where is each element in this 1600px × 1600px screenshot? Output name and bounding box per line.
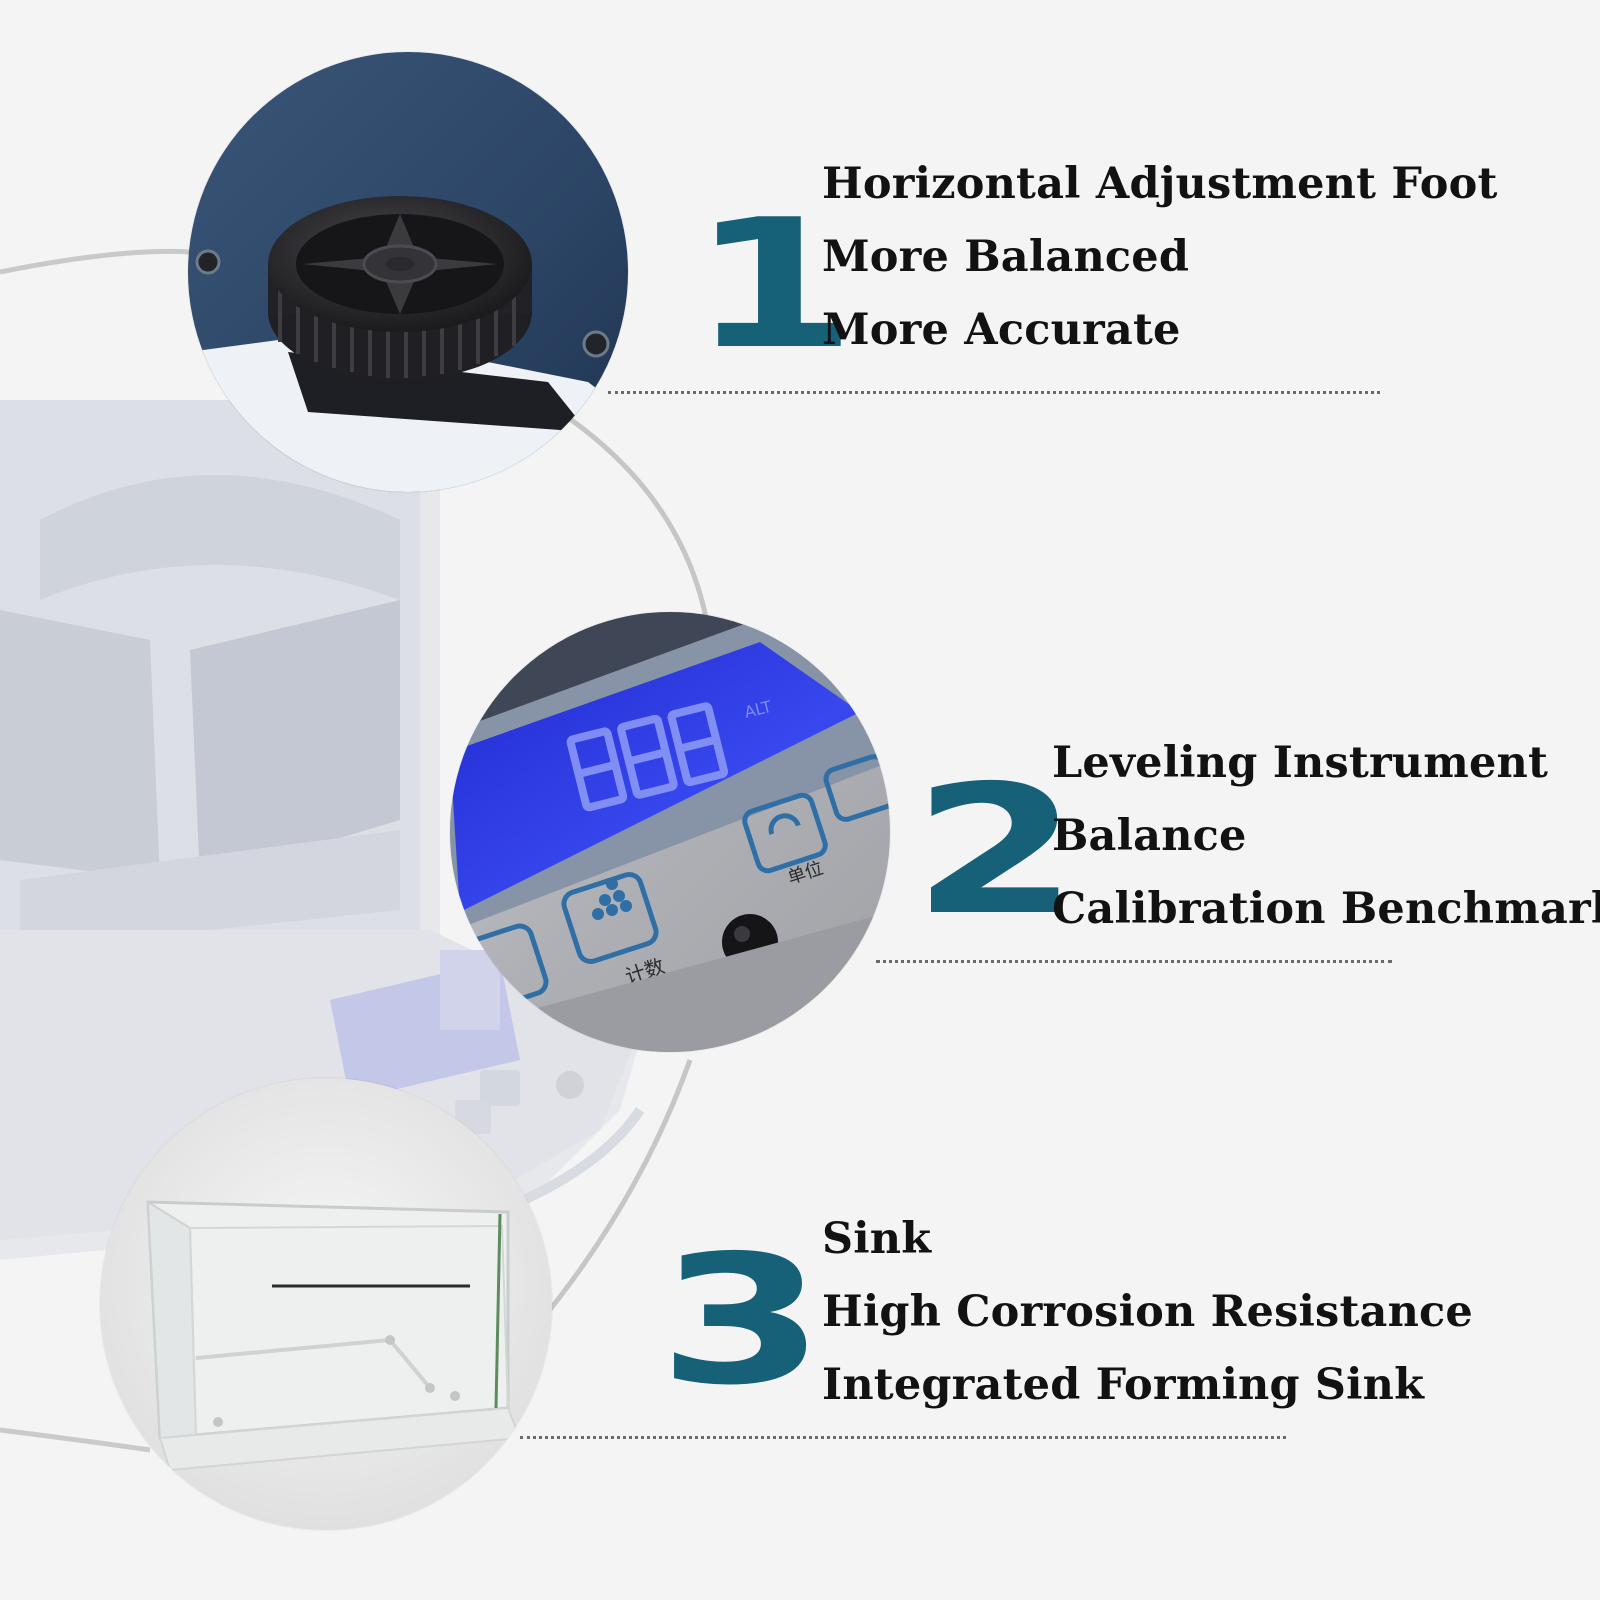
feature-3-line-2: High Corrosion Resistance — [822, 1287, 1473, 1337]
dotted-divider-1 — [608, 391, 1380, 394]
feature-3-text: Sink High Corrosion Resistance Integrate… — [822, 1218, 1473, 1437]
feature-3-line-3: Integrated Forming Sink — [822, 1360, 1425, 1410]
dotted-divider-3 — [520, 1436, 1286, 1439]
leveling-foot-photo — [188, 52, 628, 492]
feature-2-line-2: Balance — [1052, 811, 1247, 861]
feature-2-text: Leveling Instrument Balance Calibration … — [1052, 742, 1600, 961]
feature-number-3: 3 — [658, 1217, 826, 1424]
glass-sink-photo — [100, 1078, 552, 1530]
feature-2-line-3: Calibration Benchmark — [1052, 884, 1600, 934]
feature-1-text: Horizontal Adjustment Foot More Balanced… — [822, 163, 1498, 382]
feature-2-title: Leveling Instrument — [1052, 738, 1549, 788]
feature-1-line-2: More Balanced — [822, 232, 1190, 282]
control-panel-photo: ALT 计数 单位 印 — [450, 612, 890, 1052]
feature-1-title: Horizontal Adjustment Foot — [822, 159, 1498, 209]
dotted-divider-2 — [876, 960, 1392, 963]
feature-3-title: Sink — [822, 1214, 932, 1264]
feature-1-line-3: More Accurate — [822, 305, 1181, 355]
feature-number-1: 1 — [690, 181, 858, 388]
feature-number-2: 2 — [912, 747, 1080, 954]
display-readout: 888 — [620, 700, 638, 711]
